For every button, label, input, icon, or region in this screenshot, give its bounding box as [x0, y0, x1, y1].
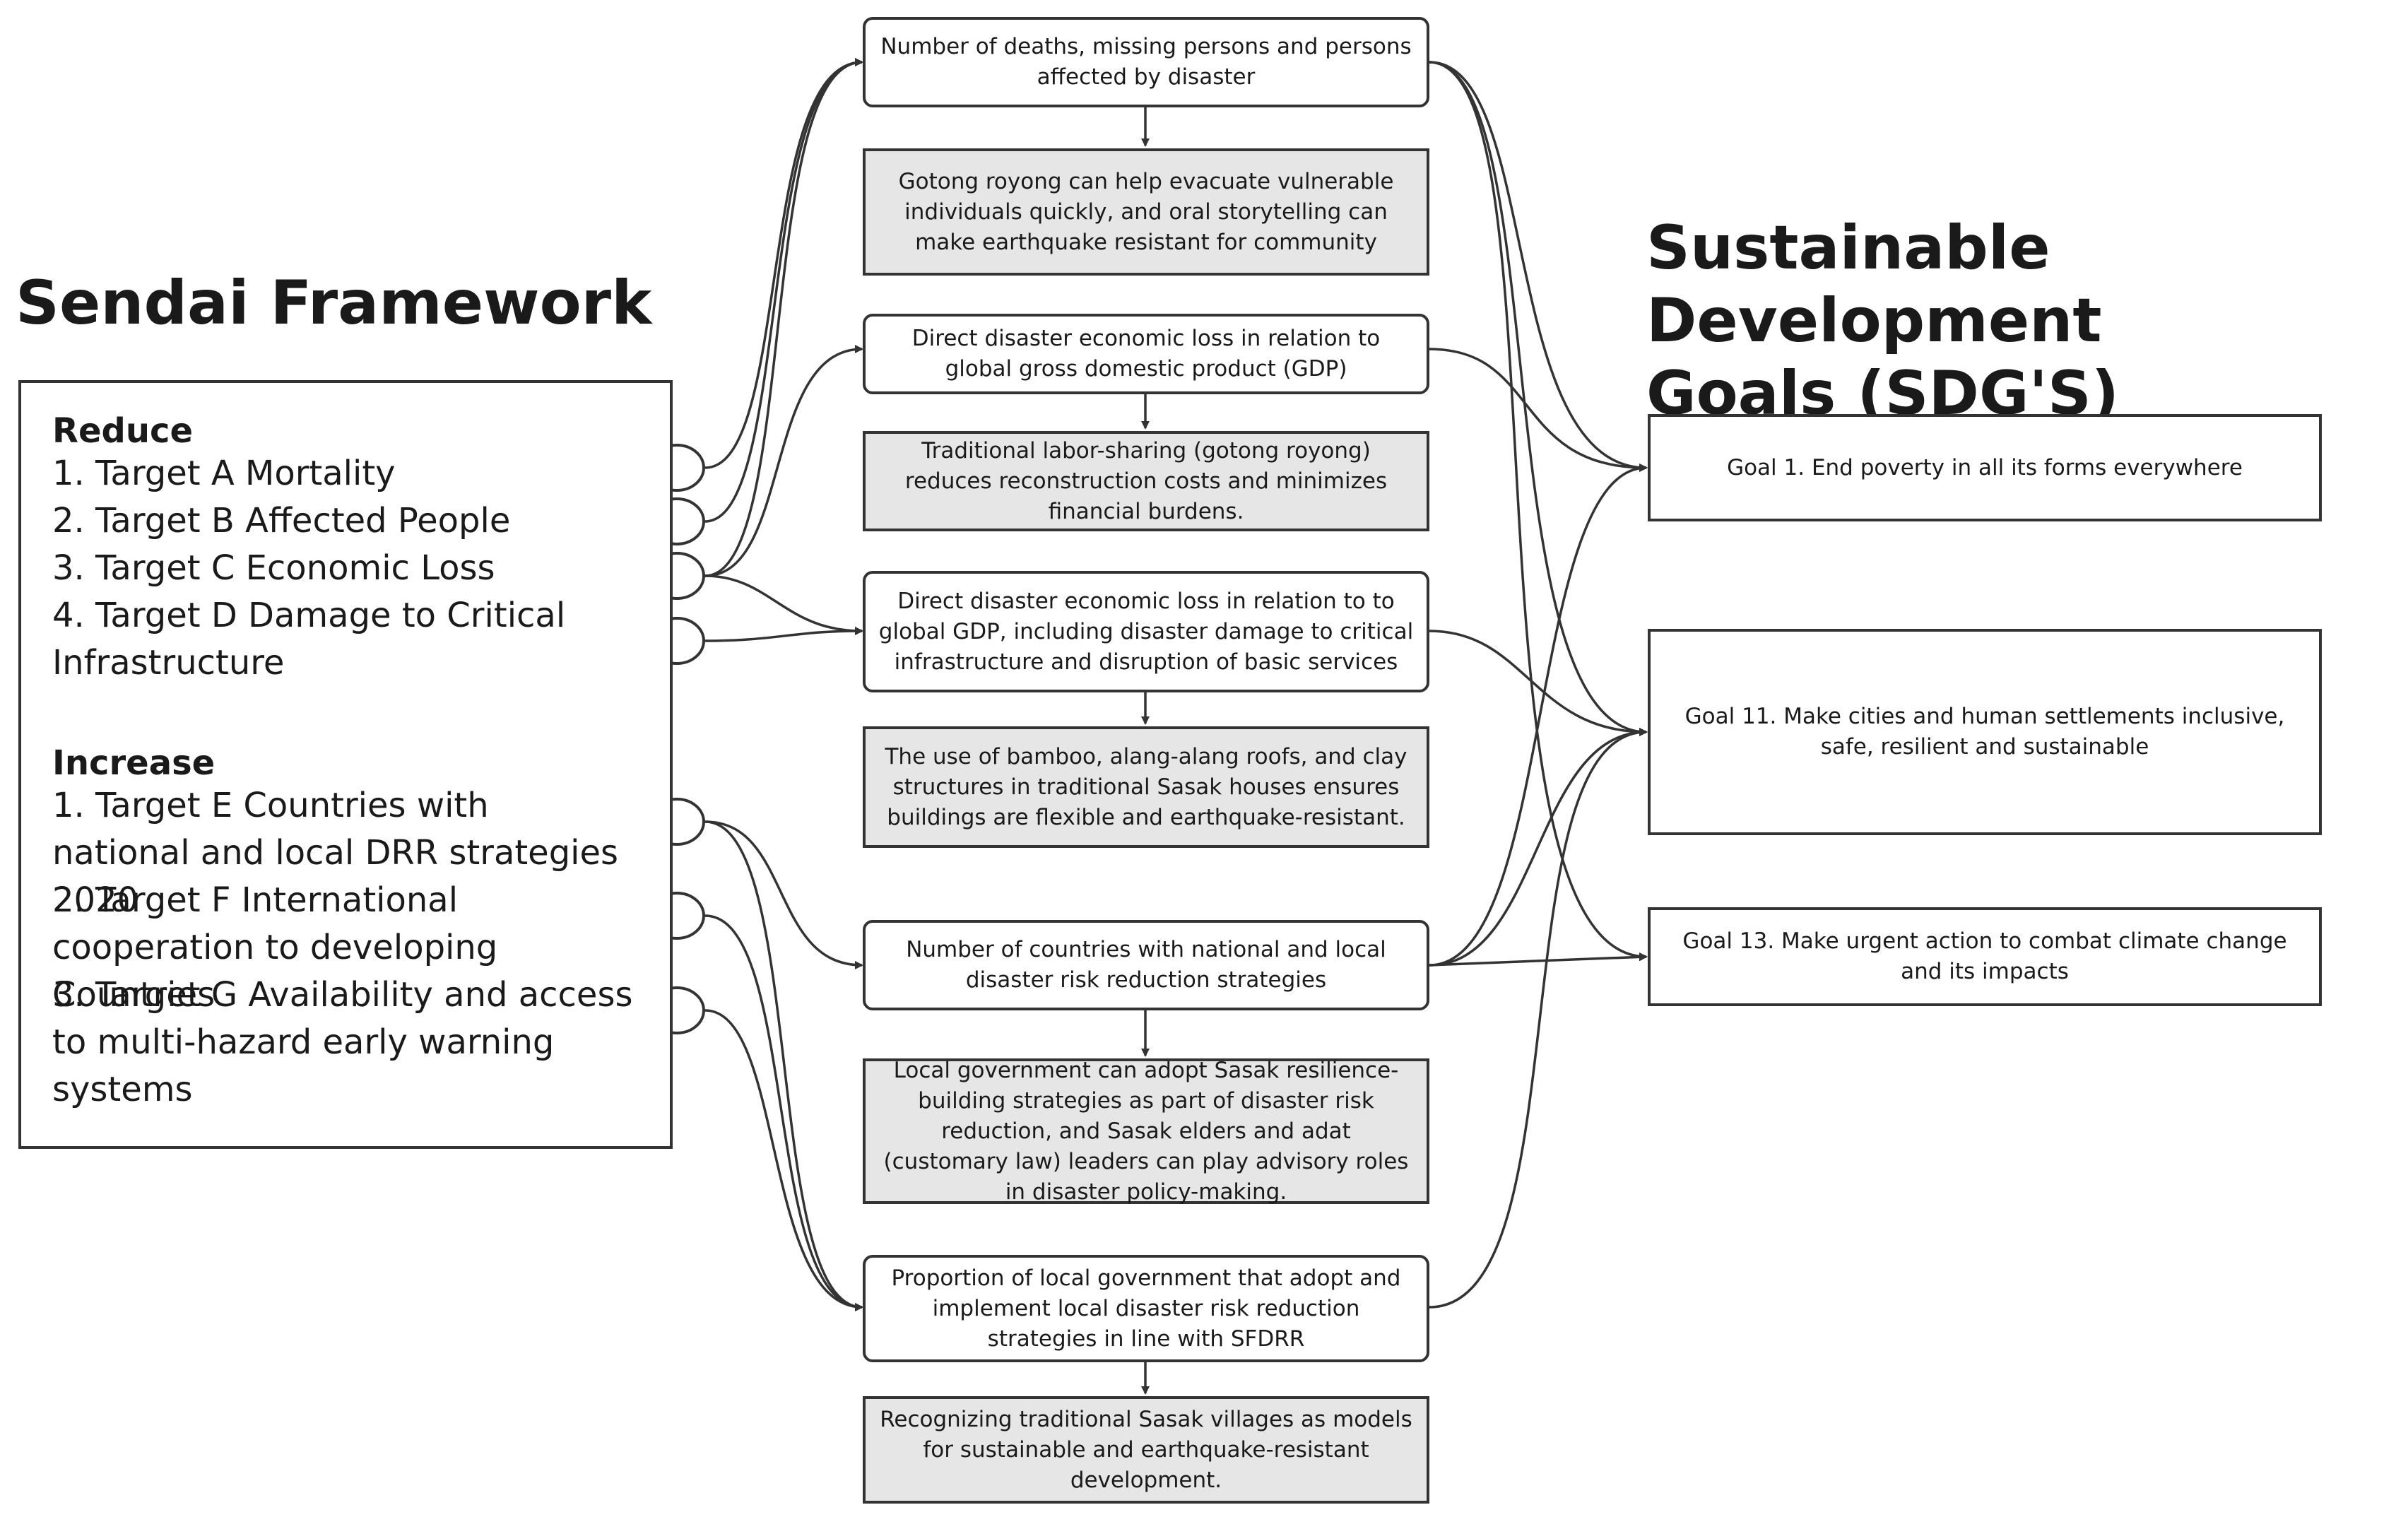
sdg-goal-13-box: Goal 13. Make urgent action to combat cl…: [1648, 907, 2322, 1006]
connector-deaths-to-goal1: [1429, 61, 1648, 472]
connector-countries-to-goal13: [1429, 952, 1648, 967]
connector-target-e-to-countries: [704, 820, 863, 969]
connector-target-d-to-infra: [704, 627, 863, 642]
sendai-framework-title: Sendai Framework: [16, 268, 652, 338]
connector-target-c-to-gdp: [704, 345, 863, 577]
sendai-targets-box: Reduce 1. Target A Mortality 2. Target B…: [18, 380, 673, 1149]
indicator-label: Number of deaths, missing persons and pe…: [880, 34, 1412, 90]
connector-deaths-to-goal11: [1429, 61, 1648, 736]
local-wisdom-box-sasak-villages: Recognizing traditional Sasak villages a…: [863, 1396, 1429, 1504]
local-wisdom-text: The use of bamboo, alang-alang roofs, an…: [885, 743, 1407, 830]
connector-target-b-to-deaths: [704, 58, 863, 523]
connector-countries-to-goal11: [1429, 728, 1648, 967]
reduce-item-target-a: 1. Target A Mortality: [52, 454, 396, 493]
indicator-label: Direct disaster economic loss in relatio…: [878, 588, 1414, 675]
local-wisdom-text: Gotong royong can help evacuate vulnerab…: [898, 168, 1394, 255]
indicator-label: Direct disaster economic loss in relatio…: [911, 326, 1381, 382]
sdg-goal-11-box: Goal 11. Make cities and human settlemen…: [1648, 629, 2322, 835]
local-wisdom-text: Traditional labor-sharing (gotong royong…: [904, 437, 1388, 524]
indicator-label: Proportion of local government that adop…: [891, 1265, 1401, 1352]
local-wisdom-box-sasak-houses: The use of bamboo, alang-alang roofs, an…: [863, 726, 1429, 848]
connector-target-f-to-proportion: [704, 914, 863, 1311]
sdg-goal-label: Goal 11. Make cities and human settlemen…: [1684, 704, 2285, 760]
sdg-title-line-1: Sustainable Development: [1646, 213, 2102, 357]
local-wisdom-box-labor-sharing: Traditional labor-sharing (gotong royong…: [863, 431, 1429, 531]
connector-target-e-to-proportion: [704, 820, 863, 1311]
increase-heading: Increase: [52, 743, 216, 783]
local-wisdom-box-evacuation: Gotong royong can help evacuate vulnerab…: [863, 148, 1429, 276]
indicator-label: Number of countries with national and lo…: [906, 937, 1386, 993]
connector-proportion-to-goal11: [1429, 728, 1648, 1309]
connector-target-c-to-deaths: [704, 58, 863, 577]
sdg-goal-label: Goal 13. Make urgent action to combat cl…: [1682, 928, 2287, 984]
local-wisdom-text: Recognizing traditional Sasak villages a…: [880, 1406, 1412, 1493]
local-wisdom-text: Local government can adopt Sasak resilie…: [883, 1057, 1409, 1205]
sdg-title: Sustainable Development Goals (SDG'S): [1646, 212, 2408, 431]
connector-gdp-to-goal1: [1429, 348, 1648, 472]
indicator-box-gdp-loss: Direct disaster economic loss in relatio…: [863, 314, 1429, 394]
indicator-box-deaths: Number of deaths, missing persons and pe…: [863, 17, 1429, 107]
sdg-goal-1-box: Goal 1. End poverty in all its forms eve…: [1648, 414, 2322, 521]
reduce-item-target-d: 4. Target D Damage to Critical Infrastru…: [52, 596, 566, 683]
connector-target-a-to-deaths: [704, 58, 863, 469]
indicator-box-local-government-proportion: Proportion of local government that adop…: [863, 1255, 1429, 1362]
connector-target-g-to-proportion: [704, 1009, 863, 1311]
sdg-goal-label: Goal 1. End poverty in all its forms eve…: [1727, 454, 2243, 480]
indicator-box-drr-strategies: Number of countries with national and lo…: [863, 920, 1429, 1010]
connector-target-c-to-infra: [704, 574, 863, 635]
connector-deaths-to-goal13: [1429, 61, 1648, 961]
increase-item-target-g: 3. Target G Availability and access to m…: [52, 975, 633, 1109]
connector-countries-to-goal1: [1429, 464, 1648, 967]
connector-infra-to-goal11: [1429, 630, 1648, 736]
reduce-item-target-c: 3. Target C Economic Loss: [52, 548, 495, 588]
increase-item-target-f: 2. Target F International cooperation to…: [52, 880, 498, 1015]
local-wisdom-box-local-government: Local government can adopt Sasak resilie…: [863, 1058, 1429, 1205]
indicator-box-infrastructure: Direct disaster economic loss in relatio…: [863, 571, 1429, 692]
reduce-heading: Reduce: [52, 411, 194, 451]
reduce-item-target-b: 2. Target B Affected People: [52, 501, 511, 541]
increase-item-target-e: 1. Target E Countries with national and …: [52, 786, 619, 920]
